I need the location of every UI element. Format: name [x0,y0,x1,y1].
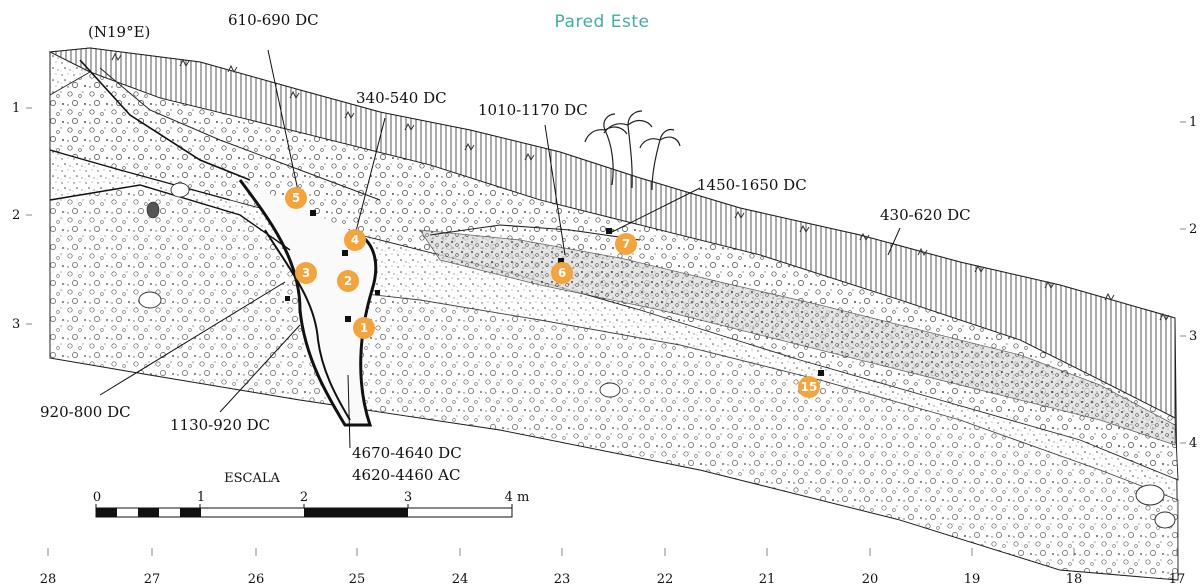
svg-text:22: 22 [657,572,674,587]
svg-text:3: 3 [302,266,310,280]
sample-marker-5[interactable]: 5 [285,187,307,209]
svg-text:3: 3 [404,490,412,505]
date-label-4670-4640: 4670-4640 DC [352,444,462,462]
svg-text:1: 1 [1189,115,1197,130]
svg-text:0: 0 [93,490,101,505]
svg-text:20: 20 [862,572,879,587]
svg-text:15: 15 [801,380,818,394]
leader-lines [99,49,901,449]
sample-marker-3[interactable]: 3 [295,262,317,284]
sample-marker-7[interactable]: 7 [615,233,637,255]
sample-marker-15[interactable]: 15 [798,376,820,398]
svg-text:4: 4 [1189,436,1197,451]
sample-points [285,210,824,376]
date-label-610-690: 610-690 DC [228,11,319,29]
svg-text:4: 4 [351,233,359,247]
bottom-distance-axis: 28 27 26 25 24 23 22 21 20 19 18 17 [40,548,1186,587]
svg-text:1: 1 [360,321,368,335]
svg-text:1: 1 [197,490,205,505]
date-label-1450-1650: 1450-1650 DC [697,176,807,194]
svg-text:21: 21 [759,572,776,587]
sample-marker-6[interactable]: 6 [551,262,573,284]
svg-text:27: 27 [144,572,161,587]
sample-marker-4[interactable]: 4 [344,229,366,251]
palm-tree-icon [584,110,681,191]
date-label-340-540: 340-540 DC [356,89,447,107]
surface-vegetation [111,52,1170,322]
orientation-label: (N19°E) [88,23,150,41]
svg-text:17: 17 [1169,572,1186,587]
svg-text:6: 6 [558,266,566,280]
svg-text:25: 25 [349,572,366,587]
svg-text:26: 26 [248,572,265,587]
svg-text:5: 5 [292,191,300,205]
svg-text:2: 2 [12,208,20,223]
scale-bar: ESCALA 0 1 2 3 4 m [93,471,530,518]
svg-text:24: 24 [452,572,469,587]
sample-marker-1[interactable]: 1 [353,317,375,339]
right-depth-axis: 1 2 3 4 [1180,115,1197,451]
sample-marker-2[interactable]: 2 [337,270,359,292]
svg-text:3: 3 [12,317,20,332]
scale-title: ESCALA [224,471,280,486]
svg-text:23: 23 [554,572,571,587]
svg-text:7: 7 [622,237,630,251]
profile-body [48,47,1179,581]
svg-text:1: 1 [12,101,20,116]
date-label-1010-1170: 1010-1170 DC [478,101,588,119]
svg-text:2: 2 [344,274,352,288]
svg-text:18: 18 [1066,572,1083,587]
date-label-920-800: 920-800 DC [40,403,131,421]
date-label-430-620: 430-620 DC [880,206,971,224]
date-label-1130-920: 1130-920 DC [170,416,270,434]
svg-text:28: 28 [40,572,57,587]
svg-text:3: 3 [1189,329,1197,344]
svg-text:4 m: 4 m [505,490,530,505]
date-label-4620-4460: 4620-4460 AC [352,466,461,484]
svg-text:2: 2 [1189,222,1197,237]
svg-text:19: 19 [964,572,981,587]
organic-band [419,229,1176,446]
sample-markers: 5 4 3 2 1 6 7 15 [285,187,820,398]
left-depth-axis: 1 2 3 [12,101,32,332]
svg-text:2: 2 [300,490,308,505]
page-title: Pared Este [555,12,650,32]
